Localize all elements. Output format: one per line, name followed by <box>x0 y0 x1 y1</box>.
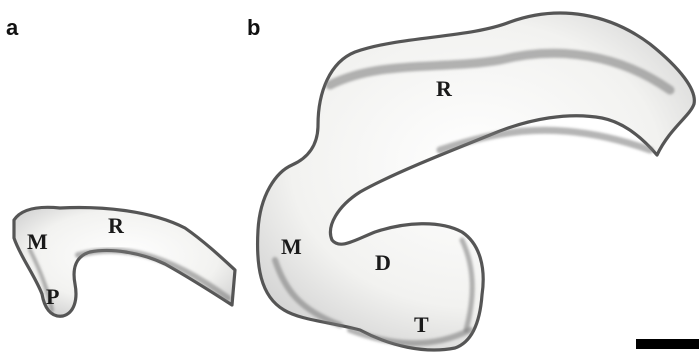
panel-a-region-m: M <box>27 229 48 254</box>
panel-b-region-t: T <box>414 312 429 337</box>
panel-b-label: b <box>247 15 260 40</box>
panel-a: a M R P <box>6 15 235 316</box>
panel-b-region-r: R <box>436 76 453 101</box>
panel-a-region-p: P <box>46 284 59 309</box>
panel-a-region-r: R <box>108 213 125 238</box>
scale-bar <box>636 339 699 349</box>
panel-b-region-m: M <box>281 234 302 259</box>
panel-b-region-d: D <box>375 250 391 275</box>
panel-b: b R M D T <box>247 13 694 350</box>
panel-a-label: a <box>6 15 19 40</box>
